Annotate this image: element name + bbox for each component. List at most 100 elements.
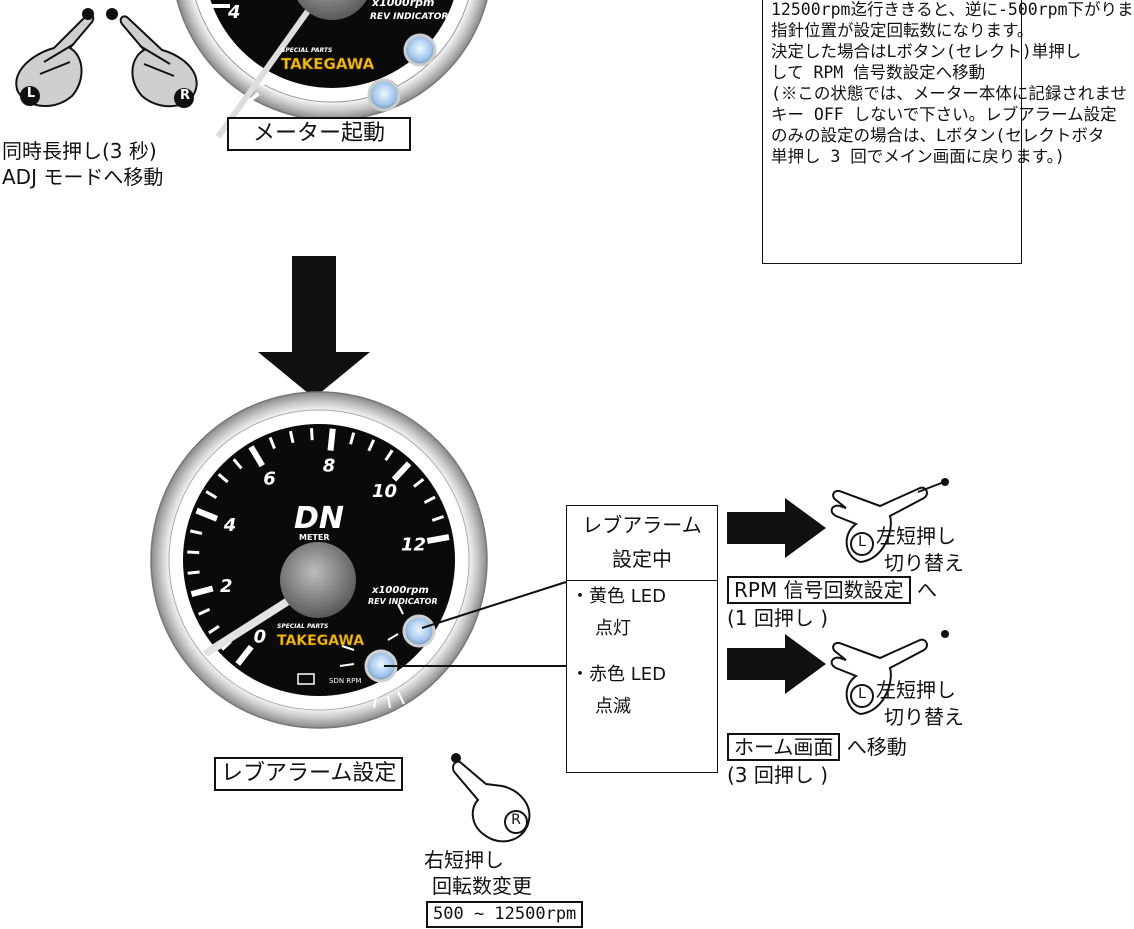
tick-mark [349,432,356,445]
red-led-state: 点滅 [595,696,631,717]
tick-mark [195,507,219,522]
home-screen-label: ホーム画面 [727,733,841,761]
startup-caption: 同時長押し(3 秒) [2,139,157,163]
startup-led-red [367,78,401,112]
meter-sdn-box [297,673,315,685]
meter-hub [280,542,356,618]
startup-hub [297,0,367,20]
tick-mark [205,490,218,500]
lower-action-line2: 切り替え [884,705,964,729]
startup-led-yellow [403,33,437,67]
tick-mark [187,550,200,555]
note-line: 決定した場合はLボタン(セレクト)単押し [771,42,1082,61]
tick-mark [235,644,254,666]
led-yellow-glow-rays [387,603,404,641]
svg-text:SPECIAL PARTS: SPECIAL PARTS [281,47,332,54]
status-header-line1: レブアラーム [582,513,702,537]
left-button-label: L [26,86,36,101]
note-line: 単押し 3 回でメイン画面に戻ります。) [771,147,1065,166]
upper-left-hand [830,478,949,564]
meter-unit: x1000rpm [371,585,429,596]
tick-mark [248,445,265,468]
tick-mark [367,439,376,452]
tick-mark [288,430,295,444]
tick-label-8: 8 [323,456,336,477]
instruction-note: 12500rpm迄行ききると、逆に-500rpm下がりま 指針位置が設定回転数に… [762,0,1134,264]
meter-brand-sub: METER [299,533,330,542]
tick-mark [232,458,243,470]
tick-mark [423,495,436,505]
yellow-led-label: ・黄色 LED [571,586,666,607]
startup-right-hand [106,8,198,108]
tick-label-6: 6 [263,469,276,490]
tick-mark [208,624,220,635]
svg-text:REV INDICATOR: REV INDICATOR [370,12,448,22]
tick-mark [217,473,229,484]
tick-mark [212,4,230,8]
meter-sdn: SDN RPM [329,677,361,685]
arrow-to-home [727,634,826,694]
lower-left-hand [830,630,949,716]
meter-startup-label: メーター起動 [227,117,412,151]
bottom-action-line1: 右短押し [424,848,504,872]
led-red-blink-rays [339,645,405,709]
meter-special-parts: SPECIAL PARTS [277,623,328,630]
tick-mark [426,534,450,544]
lower-action-suffix: へ移動 [846,735,907,759]
note-line: して RPM 信号数設定へ移動 [771,63,986,82]
tick-mark [391,461,412,482]
lower-action-count: (3 回押し ) [727,763,829,787]
tick-label-2: 2 [220,576,233,597]
upper-action-line1: 左短押し [876,524,956,548]
flow-arrow-down [258,256,370,398]
tick-mark [431,515,445,522]
leader-yellow [421,581,567,629]
yellow-led-state: 点灯 [595,618,631,639]
tick-mark [198,607,211,616]
upper-hand-button-label: L [858,534,866,550]
right-button-label: R [179,88,190,103]
lower-action-line1: 左短押し [876,678,956,702]
rev-alarm-status-box: レブアラーム 設定中 ・黄色 LED 点灯 ・赤色 LED 点滅 [566,505,718,773]
led-yellow [402,614,436,648]
note-line: キー OFF しないで下さい。レブアラーム設定 [771,105,1117,124]
note-line: (※この状態では、メーター本体に記録されませ [771,84,1127,103]
tick-label-10: 10 [372,481,397,502]
tick-label-12: 12 [401,534,426,555]
upper-action-line2: 切り替え [884,551,964,575]
upper-action-target-row: RPM 信号回数設定 へ [727,576,937,604]
tick-mark [412,478,425,488]
tick-mark [268,436,276,450]
meter-ticks [187,428,450,666]
tick-mark [310,428,314,441]
tick-mark [187,570,200,575]
tick-mark [246,91,260,105]
meter-rev-label: REV INDICATOR [368,597,438,606]
tick-label-0: 0 [254,627,267,648]
startup-caption-2: ADJ モードへ移動 [2,165,164,189]
rpm-range-label: 500 ~ 12500rpm [426,901,584,928]
meter-maker: TAKEGAWA [277,633,364,649]
upper-action-count: (1 回押し ) [727,606,829,630]
note-line: 指針位置が設定回転数になります。 [771,21,1034,40]
lower-action-target-row: ホーム画面 へ移動 [727,733,907,761]
red-led-label: ・赤色 LED [571,664,666,685]
svg-text:x1000rpm: x1000rpm [371,0,434,9]
bottom-hand-button-label: R [511,812,521,828]
bottom-right-hand [451,753,531,843]
tick-mark [384,449,394,462]
arrow-to-rpm-setting [727,498,826,558]
startup-meter: 4 2 x1000rpm REV INDICATOR SPECIAL PARTS… [176,0,488,139]
tick-mark [189,529,203,535]
tick-mark [327,428,336,451]
note-line: のみの設定の場合は、Lボタン(セレクトボタ [771,126,1105,145]
lower-hand-button-label: L [858,686,866,702]
tick-label-4: 4 [227,2,241,23]
tick-mark [205,20,219,27]
rpm-signal-setting-label: RPM 信号回数設定 [727,576,911,604]
svg-text:TAKEGAWA: TAKEGAWA [281,55,375,73]
status-header-line2: 設定中 [612,547,672,571]
upper-action-suffix: へ [916,578,937,602]
tick-mark [190,585,214,598]
